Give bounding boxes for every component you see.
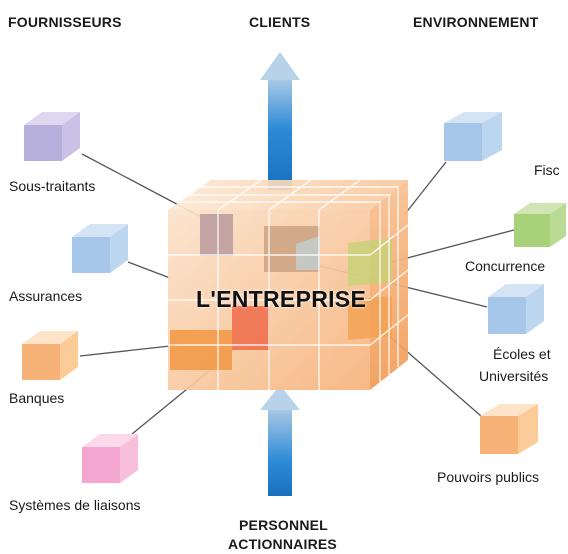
header-shareholders: ACTIONNAIRES: [228, 536, 337, 552]
label-public-authorities: Pouvoirs publics: [437, 469, 539, 485]
header-suppliers: FOURNISSEURS: [8, 14, 122, 30]
label-liaison-systems: Systèmes de liaisons: [9, 497, 141, 513]
arrow-up-clients: [260, 52, 300, 190]
cube-insurance: [72, 224, 128, 273]
label-competition: Concurrence: [465, 258, 546, 274]
header-clients: CLIENTS: [249, 14, 311, 30]
arrow-up-staff: [260, 385, 300, 496]
cube-public-authorities: [480, 404, 538, 454]
cube-liaison-systems: [82, 434, 138, 483]
line-insurance: [127, 261, 171, 279]
label-insurance: Assurances: [9, 288, 83, 304]
cube-competition: [514, 203, 566, 247]
line-tax: [404, 161, 447, 215]
label-banks: Banques: [9, 390, 65, 406]
cube-banks: [22, 331, 78, 380]
label-subcontractors: Sous-traitants: [9, 178, 96, 194]
line-competition: [391, 229, 515, 263]
enterprise-label: L'ENTREPRISE: [196, 286, 367, 312]
cube-schools: [488, 284, 544, 334]
line-banks: [79, 345, 171, 357]
header-environment: ENVIRONNEMENT: [413, 14, 539, 30]
label-schools-line2: Universités: [479, 368, 549, 384]
header-staff: PERSONNEL: [239, 517, 328, 533]
cube-tax: [444, 112, 502, 161]
label-schools-line1: Écoles et: [493, 346, 551, 362]
enterprise-cube: [168, 179, 409, 390]
label-tax: Fisc: [534, 162, 560, 178]
cube-subcontractors: [24, 112, 80, 161]
